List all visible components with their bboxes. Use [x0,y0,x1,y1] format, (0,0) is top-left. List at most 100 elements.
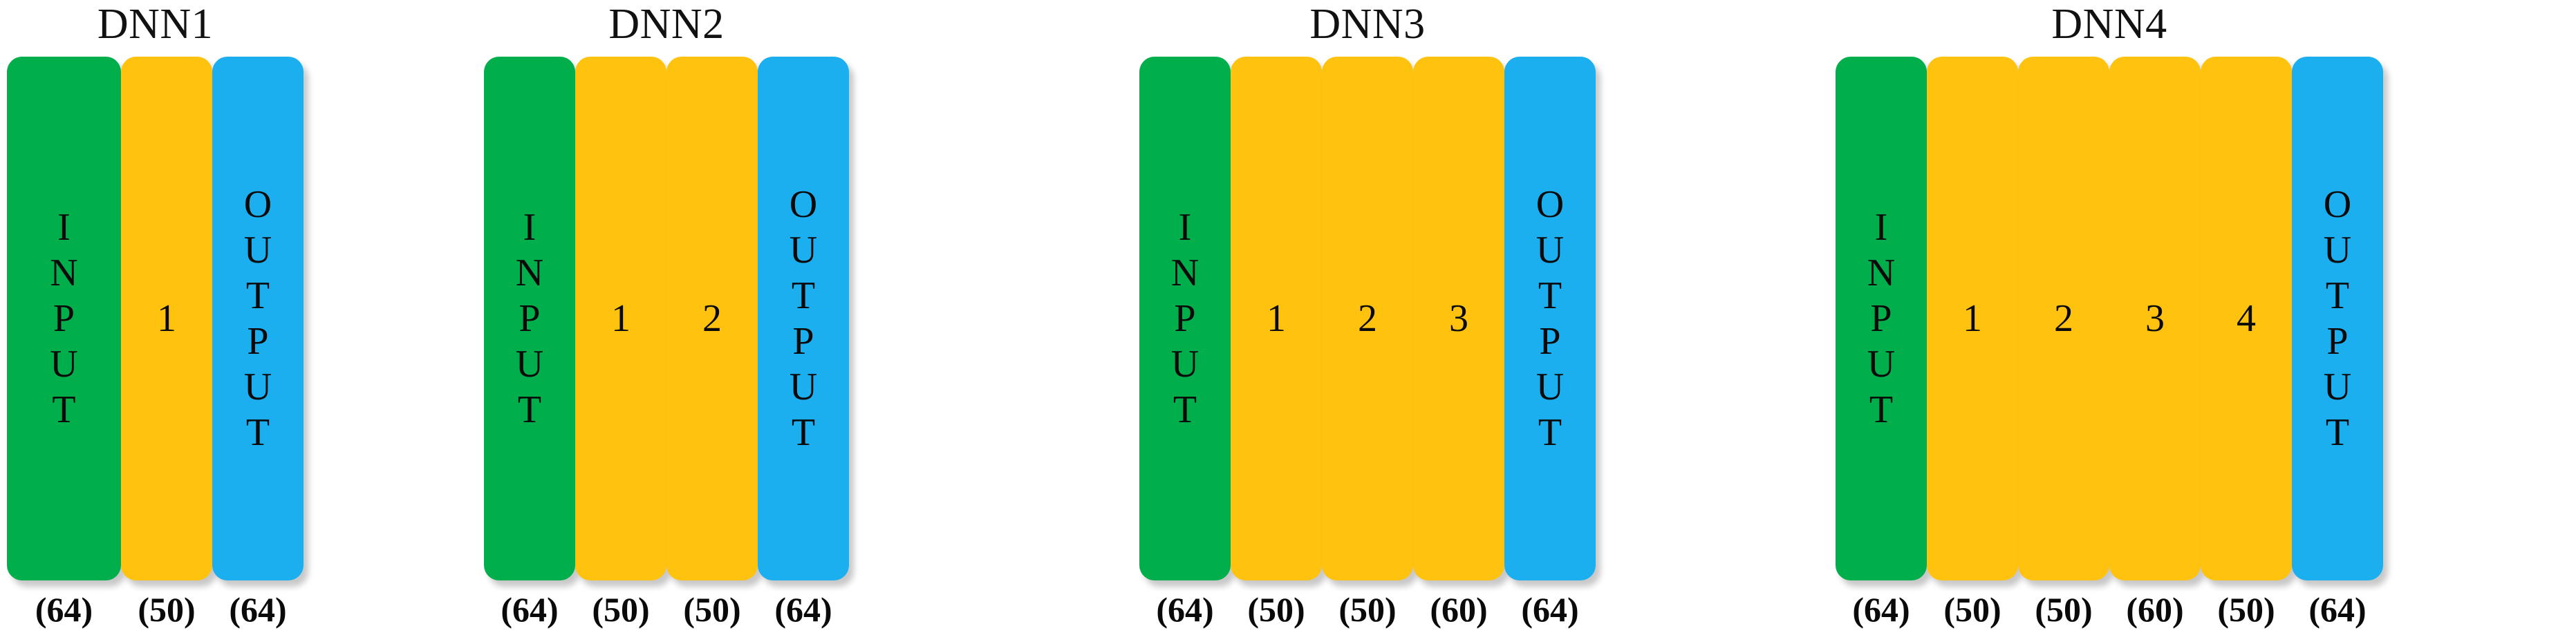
layer-label-char: T [1538,274,1562,317]
layer-label-char: U [1170,343,1200,386]
layer-block-hidden: 2 [2018,57,2109,580]
layer-size-label: (50) [2217,590,2275,629]
layer-label-char: U [515,343,544,386]
layer-block-label: 1 [1963,297,1982,340]
layer-column: 3 (60) [1413,57,1504,629]
layer-label-char: U [1536,366,1565,408]
layer-label-char: I [1178,206,1192,249]
layer-block-hidden: 1 [575,57,666,580]
layer-label-char: N [1170,252,1200,294]
layer-label-char: N [1867,252,1896,294]
layer-size-label: (64) [1156,590,1214,629]
layer-block-hidden: 2 [666,57,758,580]
layer-size-label: (64) [1521,590,1579,629]
layer-label-char: T [791,411,816,454]
dnn-group-title: DNN3 [1309,1,1426,48]
layer-label-char: U [50,343,78,386]
layer-label-char: O [243,183,272,226]
layer-label-char: T [1538,411,1562,454]
layer-block-label: 3 [1449,297,1468,340]
layer-label-char: P [53,297,75,340]
dnn-group-title: DNN1 [97,1,214,48]
dnn-group-title: DNN2 [608,1,725,48]
layer-size-label: (60) [1430,590,1488,629]
layer-label-char: T [245,411,270,454]
layer-block-label: 2 [702,297,722,340]
layer-block-hidden: 2 [1322,57,1413,580]
layer-block-label: 1 [611,297,631,340]
layer-block-label: 3 [2145,297,2165,340]
layer-block-hidden: 3 [2109,57,2201,580]
layer-label-char: O [789,183,818,226]
layer-block-hidden: 1 [121,57,212,580]
layer-label-char: T [517,388,542,431]
layer-block-label: 2 [2054,297,2073,340]
layer-label-char: I [57,206,71,249]
layer-size-label: (64) [229,590,287,629]
layer-label-char: I [1874,206,1888,249]
layer-label-char: U [2323,229,2352,272]
layer-label-char: T [245,274,270,317]
layer-column: 1(50) [1927,57,2018,629]
layer-label-char: O [2323,183,2352,226]
layer-column: 4(50) [2201,57,2292,629]
dnn-group-title: DNN4 [2051,1,2167,48]
layer-block-hidden: 1 [1927,57,2018,580]
layer-size-label: (50) [1338,590,1397,629]
layer-label-char: U [1536,229,1565,272]
layer-label-char: P [519,297,541,340]
layer-label-char: T [2325,411,2350,454]
layer-size-label: (50) [592,590,650,629]
layer-label-char: N [515,252,544,294]
layer-column: 2 (50) [1322,57,1413,629]
layer-label-char: T [1173,388,1197,431]
layer-column: 1 (50) [121,57,212,629]
layer-size-label: (64) [35,590,93,629]
layer-label-char: U [789,229,818,272]
layer-block-label: 2 [1358,297,1377,340]
layer-column: 1 (50) [575,57,666,629]
layer-label-char: I [523,206,536,249]
layer-size-label: (64) [774,590,832,629]
layer-size-label: (50) [138,590,196,629]
layer-column: 2(50) [2018,57,2109,629]
layer-label-char: T [791,274,816,317]
layer-block-label: 1 [1267,297,1286,340]
layer-label-char: N [50,252,78,294]
layer-label-char: P [1539,320,1561,363]
layer-size-label: (50) [683,590,741,629]
layer-label-char: U [1867,343,1896,386]
layer-label-char: P [1870,297,1892,340]
layer-column: 1(50) [1231,57,1322,629]
layer-label-char: T [2325,274,2350,317]
layer-label-char: T [52,388,76,431]
layer-size-label: (64) [501,590,559,629]
